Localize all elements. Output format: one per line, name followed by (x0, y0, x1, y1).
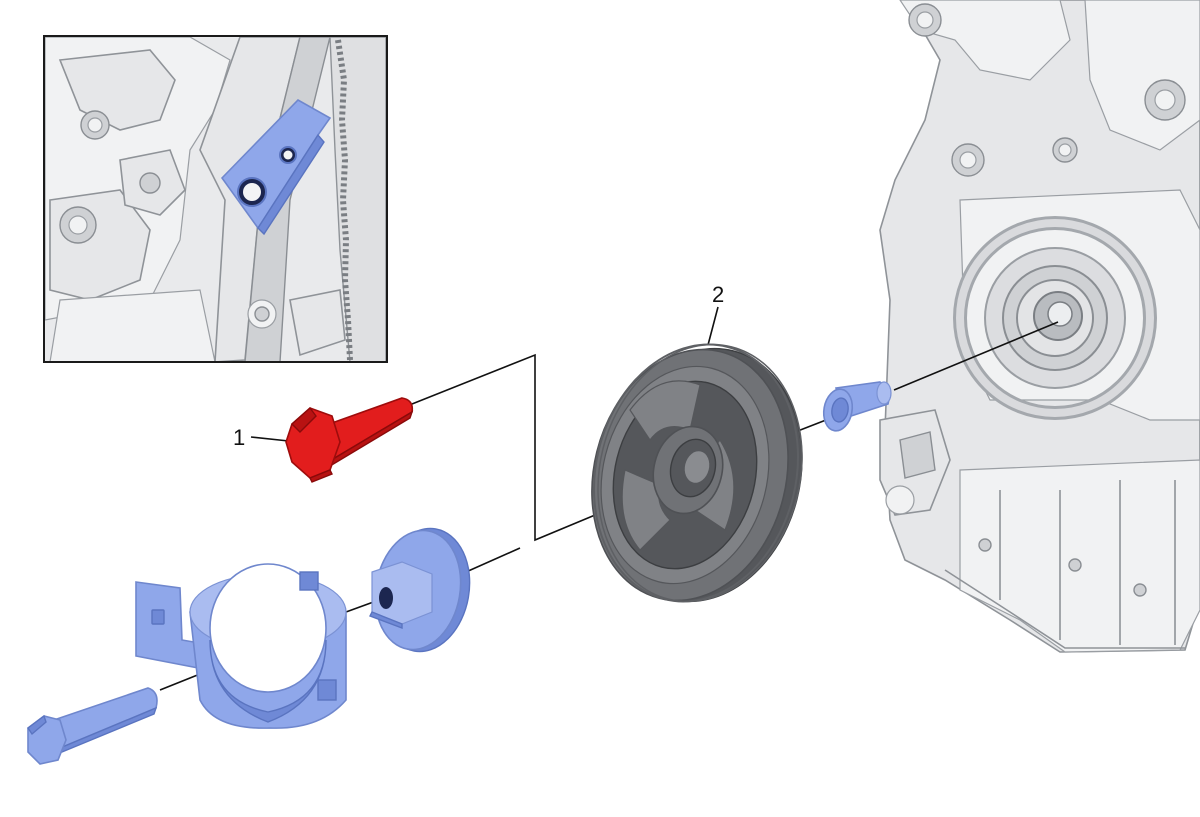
holding-tool-bolt (27, 687, 158, 765)
pulley-holding-tool (135, 563, 347, 729)
inset-locking-tool (220, 99, 332, 236)
callout-label-1: 1 (233, 425, 245, 450)
callout-label-2: 2 (712, 282, 724, 307)
holding-tool-adapter (369, 527, 471, 653)
crankshaft-washer (822, 381, 892, 432)
engine-block (879, 0, 1200, 653)
alignment-line-washer-to-crank (893, 321, 1059, 391)
callout-leader-2 (707, 306, 719, 346)
alignment-line-adapter-to-pulley (465, 547, 521, 573)
pulley-bolt (285, 397, 414, 483)
crankshaft-pulley (591, 343, 803, 603)
detail-inset (43, 35, 388, 363)
